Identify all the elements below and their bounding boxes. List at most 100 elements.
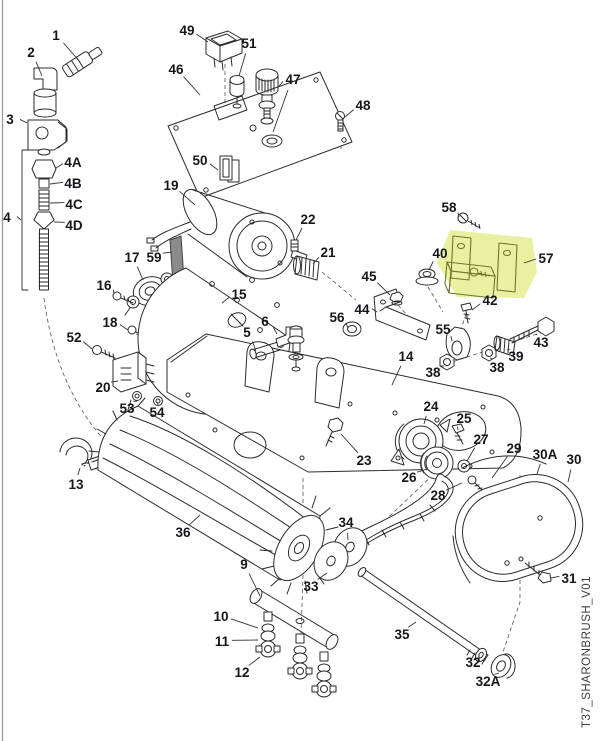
part-label-22: 22 bbox=[300, 212, 315, 227]
part-label-21: 21 bbox=[320, 245, 336, 260]
part-label-56: 56 bbox=[329, 310, 345, 325]
leader-line-3 bbox=[19, 119, 28, 124]
part-nozzle-assembly bbox=[21, 46, 103, 291]
leader-line-55 bbox=[450, 336, 453, 342]
part-control-panel bbox=[167, 30, 353, 199]
part-label-9: 9 bbox=[240, 557, 248, 572]
leader-line-40 bbox=[428, 261, 434, 271]
leader-line-44 bbox=[371, 308, 378, 313]
part-label-12: 12 bbox=[234, 665, 249, 680]
part-highlighted-bracket bbox=[437, 212, 537, 299]
part-label-30A: 30A bbox=[533, 447, 558, 462]
part-label-4A: 4A bbox=[64, 155, 82, 170]
part-label-45: 45 bbox=[361, 269, 377, 284]
part-pulley-group bbox=[390, 418, 484, 492]
part-label-29: 29 bbox=[506, 441, 521, 456]
part-label-32A: 32A bbox=[476, 674, 501, 689]
part-label-30: 30 bbox=[566, 452, 581, 467]
leader-line-4 bbox=[16, 216, 22, 221]
leader-line-51 bbox=[238, 53, 247, 77]
leader-line-4A bbox=[55, 163, 64, 169]
part-label-2: 2 bbox=[27, 45, 35, 60]
part-label-47: 47 bbox=[285, 72, 300, 87]
part-label-18: 18 bbox=[102, 315, 118, 330]
leader-line-43 bbox=[535, 333, 538, 336]
part-label-53: 53 bbox=[119, 401, 135, 416]
part-label-49: 49 bbox=[179, 23, 194, 38]
part-label-13: 13 bbox=[68, 477, 84, 492]
leader-line-56 bbox=[345, 322, 349, 329]
leader-line-22 bbox=[295, 227, 303, 241]
part-label-39: 39 bbox=[508, 349, 523, 364]
leader-line-48 bbox=[344, 109, 354, 118]
leader-line-28 bbox=[445, 482, 463, 491]
part-label-26: 26 bbox=[401, 470, 417, 485]
leader-line-27 bbox=[466, 447, 476, 462]
part-label-1: 1 bbox=[52, 28, 60, 43]
leader-line-52 bbox=[83, 341, 93, 350]
part-label-46: 46 bbox=[168, 62, 184, 77]
part-motor bbox=[146, 188, 308, 285]
part-label-28: 28 bbox=[430, 488, 446, 503]
leader-line-42 bbox=[471, 303, 481, 311]
part-label-4B: 4B bbox=[64, 176, 82, 191]
leader-line-30 bbox=[567, 469, 572, 483]
part-label-20: 20 bbox=[95, 380, 110, 395]
part-label-4C: 4C bbox=[65, 197, 83, 212]
leader-line-39 bbox=[506, 348, 510, 351]
part-label-38: 38 bbox=[425, 365, 441, 380]
part-label-4: 4 bbox=[3, 210, 11, 225]
part-coupling bbox=[290, 239, 320, 281]
part-label-51: 51 bbox=[241, 36, 257, 51]
leader-line-30A bbox=[536, 463, 541, 475]
part-label-59: 59 bbox=[146, 250, 161, 265]
part-shaft bbox=[357, 567, 516, 679]
part-label-40: 40 bbox=[432, 246, 447, 261]
leader-line-45 bbox=[377, 282, 391, 296]
part-discs bbox=[313, 527, 368, 581]
leader-line-50 bbox=[209, 163, 219, 171]
part-cover bbox=[452, 455, 584, 584]
part-label-58: 58 bbox=[441, 200, 457, 215]
part-spray-bar bbox=[249, 588, 339, 698]
part-label-31: 31 bbox=[561, 571, 577, 586]
leader-line-5 bbox=[251, 341, 257, 352]
part-bracket-group bbox=[342, 268, 439, 341]
part-label-14: 14 bbox=[398, 349, 414, 364]
leader-line-32A bbox=[494, 672, 500, 675]
leader-line-1 bbox=[63, 42, 81, 63]
part-label-48: 48 bbox=[355, 98, 371, 113]
leader-line-26 bbox=[416, 468, 428, 473]
leader-line-2 bbox=[35, 61, 43, 77]
leader-line-33 bbox=[317, 572, 328, 580]
part-label-24: 24 bbox=[423, 399, 439, 414]
part-label-55: 55 bbox=[435, 322, 451, 337]
leader-line-49 bbox=[196, 33, 209, 43]
part-clamp bbox=[59, 437, 104, 471]
part-label-15: 15 bbox=[231, 287, 247, 302]
watermark-text: T37_SHARONBRUSH_V01 bbox=[581, 576, 593, 728]
leader-line-38 bbox=[489, 357, 493, 360]
leader-line-16 bbox=[112, 289, 115, 295]
leader-line-35 bbox=[408, 621, 417, 628]
part-label-10: 10 bbox=[213, 609, 228, 624]
part-label-25: 25 bbox=[456, 411, 472, 426]
part-label-5: 5 bbox=[243, 325, 251, 340]
part-label-17: 17 bbox=[124, 250, 139, 265]
leader-line-13 bbox=[77, 467, 81, 476]
part-label-6: 6 bbox=[261, 314, 269, 329]
part-label-33: 33 bbox=[303, 579, 319, 594]
part-label-16: 16 bbox=[96, 278, 112, 293]
leader-line-23 bbox=[340, 433, 359, 454]
part-label-42: 42 bbox=[482, 293, 497, 308]
leader-line-17 bbox=[136, 266, 144, 281]
leader-line-24 bbox=[423, 415, 427, 425]
leader-line-9 bbox=[248, 573, 261, 597]
leader-line-36 bbox=[188, 514, 201, 526]
leader-line-18 bbox=[119, 324, 129, 331]
part-label-43: 43 bbox=[533, 335, 549, 350]
leader-line-12 bbox=[248, 656, 261, 666]
